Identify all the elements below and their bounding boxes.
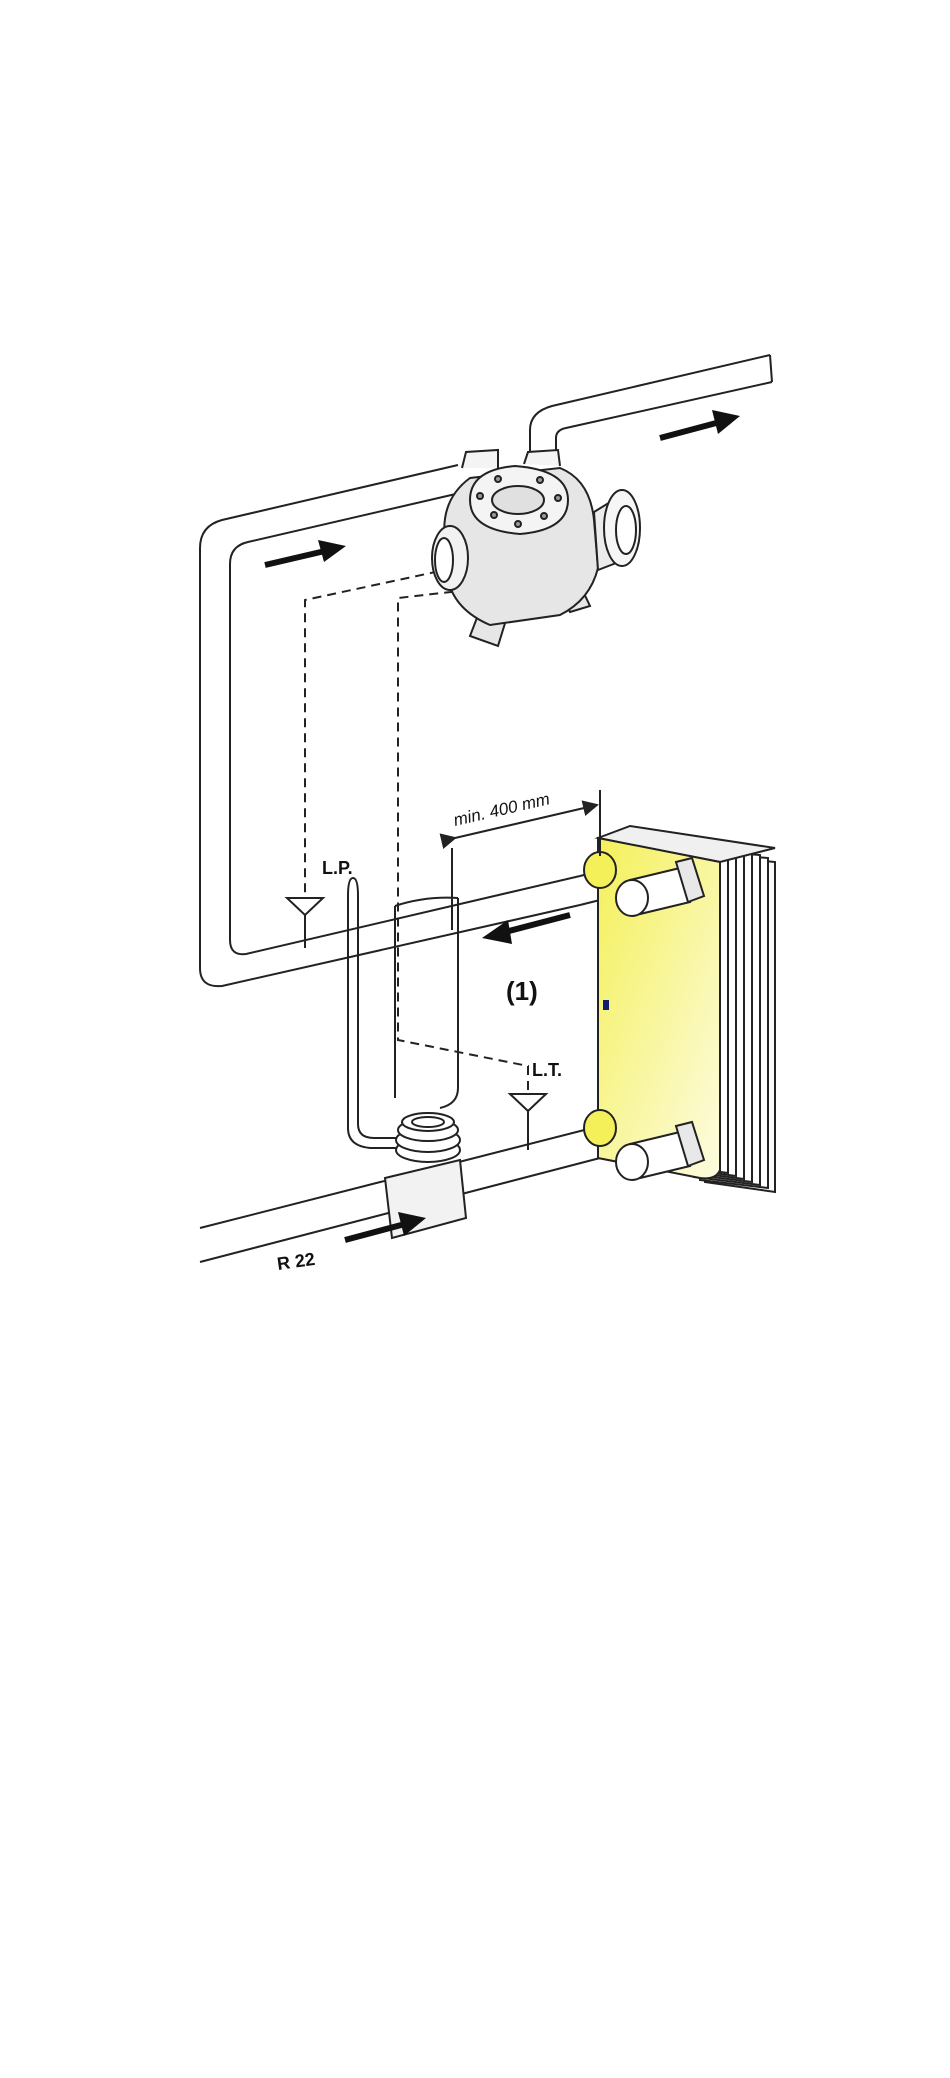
bypass-tube [395, 898, 458, 1108]
tee-fitting [385, 1113, 466, 1238]
flow-arrow-left-upper [265, 540, 346, 565]
discharge-pipe-top [530, 355, 772, 452]
plate-heat-exchanger [584, 826, 775, 1192]
expansion-valve [432, 450, 640, 646]
flow-arrow-middle [482, 915, 570, 944]
flow-arrow-top-right [660, 410, 740, 438]
dimension-label: min. 400 mm [452, 789, 552, 830]
component-number-label: (1) [506, 976, 538, 1006]
lt-label: L.T. [532, 1060, 562, 1080]
lp-label: L.P. [322, 858, 353, 878]
refrigerant-label: R 22 [276, 1249, 316, 1274]
lp-sensor-symbol [287, 898, 323, 948]
flow-arrow-bottom [345, 1212, 426, 1240]
